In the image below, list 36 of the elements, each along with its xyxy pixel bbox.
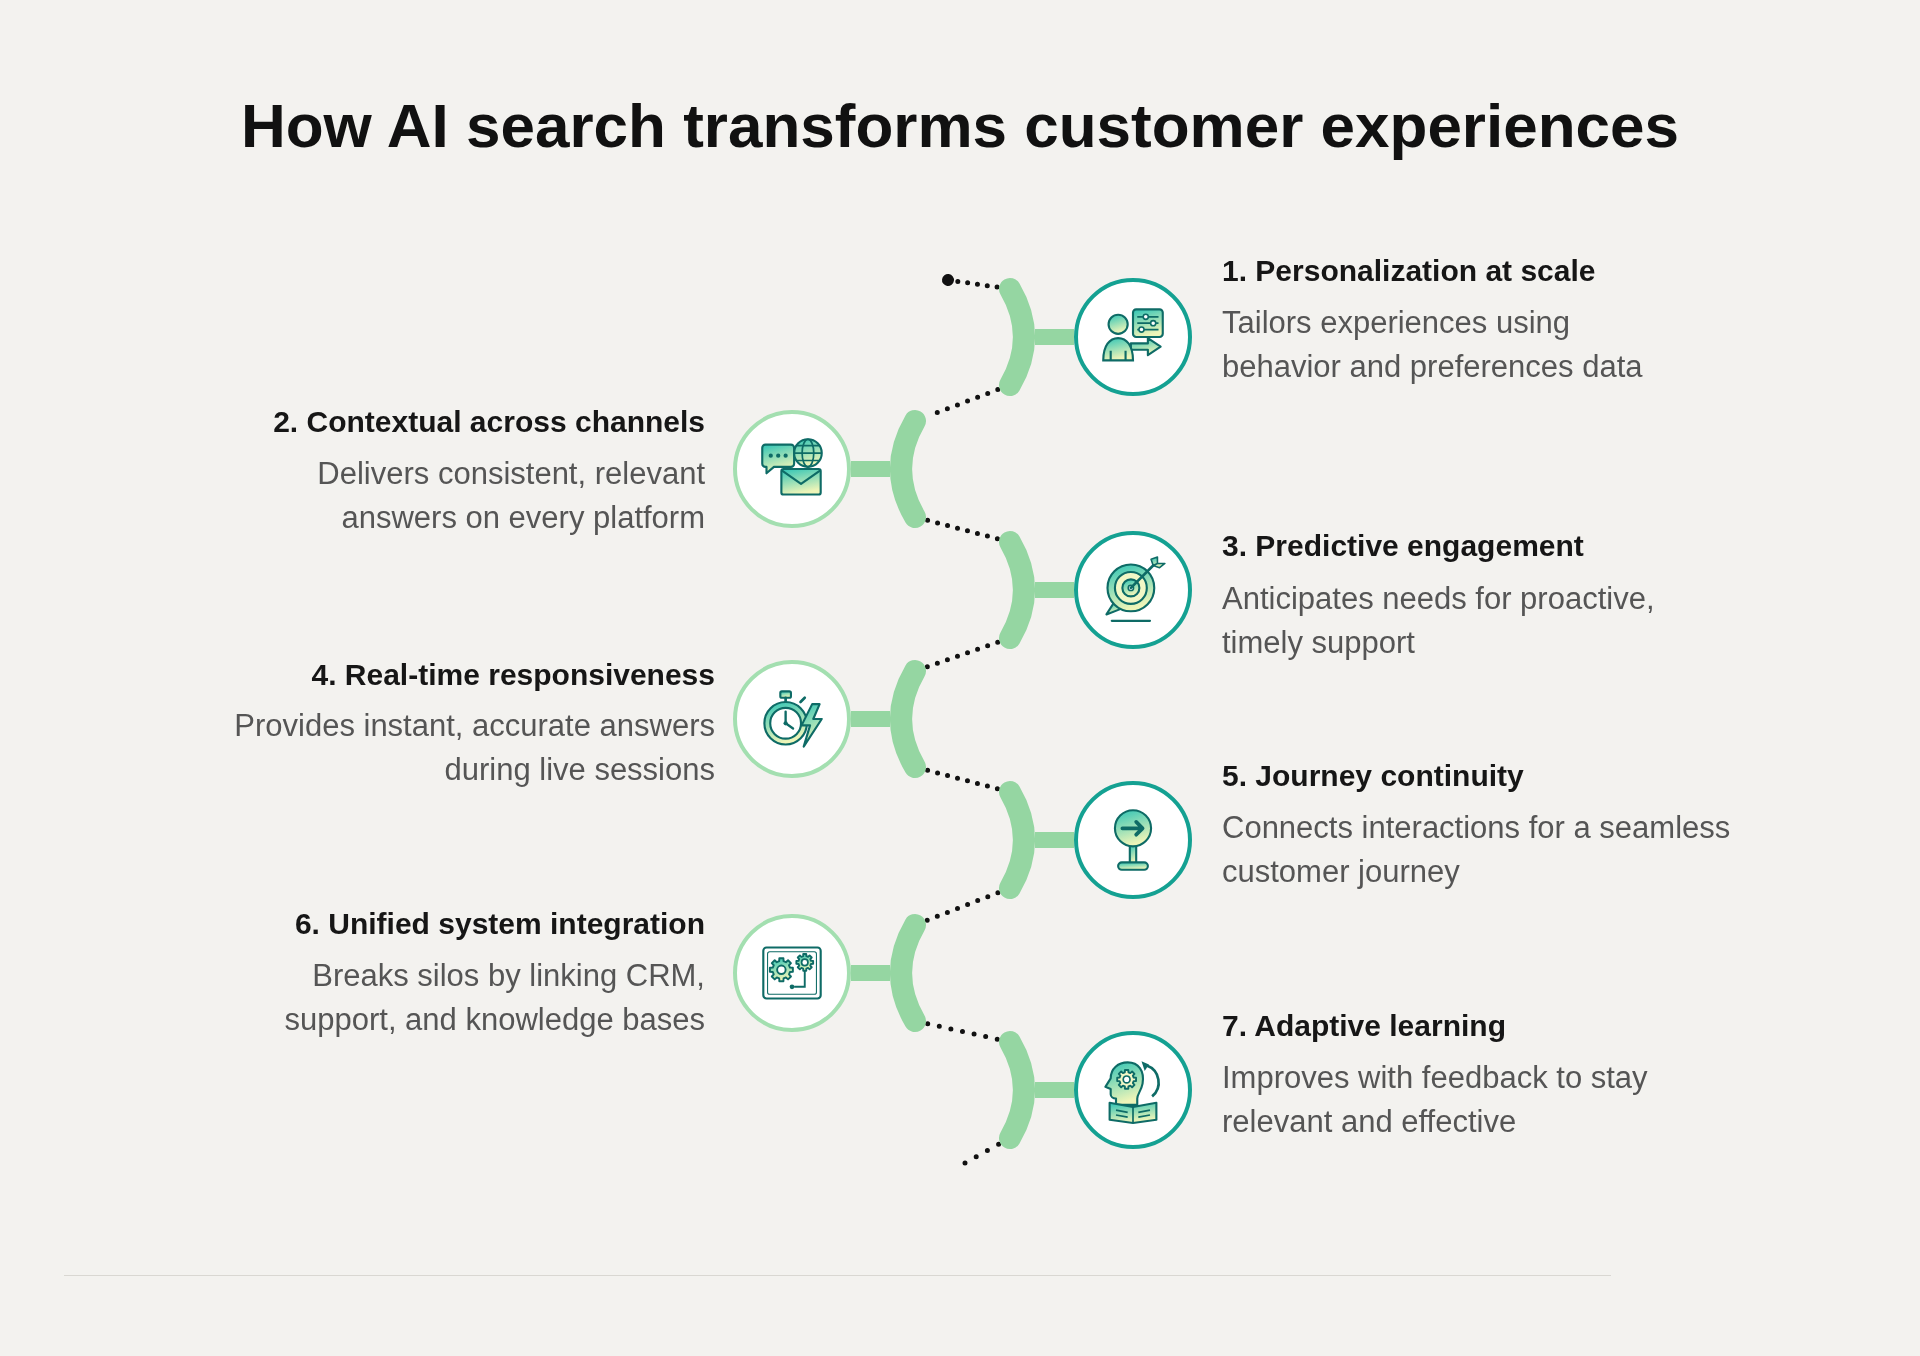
step-description: Connects interactions for a seamless customer journey [1222, 809, 1732, 891]
curved-bar [890, 914, 926, 1032]
dotted-connector [925, 1021, 1000, 1042]
curved-bar [890, 660, 926, 778]
step-heading: 1. Personalization at scale [1222, 253, 1596, 289]
step-description: Breaks silos by linking CRM, support, and knowledge bases [283, 957, 705, 1039]
step-heading: 5. Journey continuity [1222, 758, 1524, 794]
dotted-connector [924, 639, 1001, 670]
thick-connector [1035, 1082, 1074, 1098]
thick-connector [1035, 582, 1074, 598]
step-heading: 6. Unified system integration [294, 906, 705, 942]
step-description: Improves with feedback to stay relevant and effective [1222, 1059, 1649, 1141]
step-heading: 3. Predictive engagement [1222, 528, 1584, 564]
dotted-connector [924, 890, 1001, 923]
step-description: Tailors experiences using behavior and preferences data [1222, 304, 1644, 386]
thick-connector [851, 965, 890, 981]
dotted-connector [925, 517, 1000, 542]
curved-bar [999, 278, 1035, 396]
thick-connector [1035, 329, 1074, 345]
curved-bar [999, 1031, 1035, 1149]
step-heading: 4. Real-time responsiveness [311, 657, 715, 693]
step-heading: 7. Adaptive learning [1222, 1008, 1506, 1044]
title: How AI search transforms customer experiences [240, 90, 1680, 162]
thick-connector [851, 711, 890, 727]
dotted-connector [962, 1141, 1002, 1166]
thick-connector [1035, 832, 1074, 848]
dotted-connector [942, 274, 1000, 290]
curved-bar [999, 531, 1035, 649]
dotted-connector [925, 767, 1000, 792]
thick-connector [851, 461, 890, 477]
step-description: Anticipates needs for proactive, timely support [1222, 580, 1656, 662]
step-heading: 2. Contextual across channels [273, 404, 705, 440]
step-description: Delivers consistent, relevant answers on every platform [316, 455, 705, 537]
curved-bar [890, 410, 926, 528]
step-description: Provides instant, accurate answers during live sessions [233, 707, 715, 789]
curved-bar [999, 781, 1035, 899]
